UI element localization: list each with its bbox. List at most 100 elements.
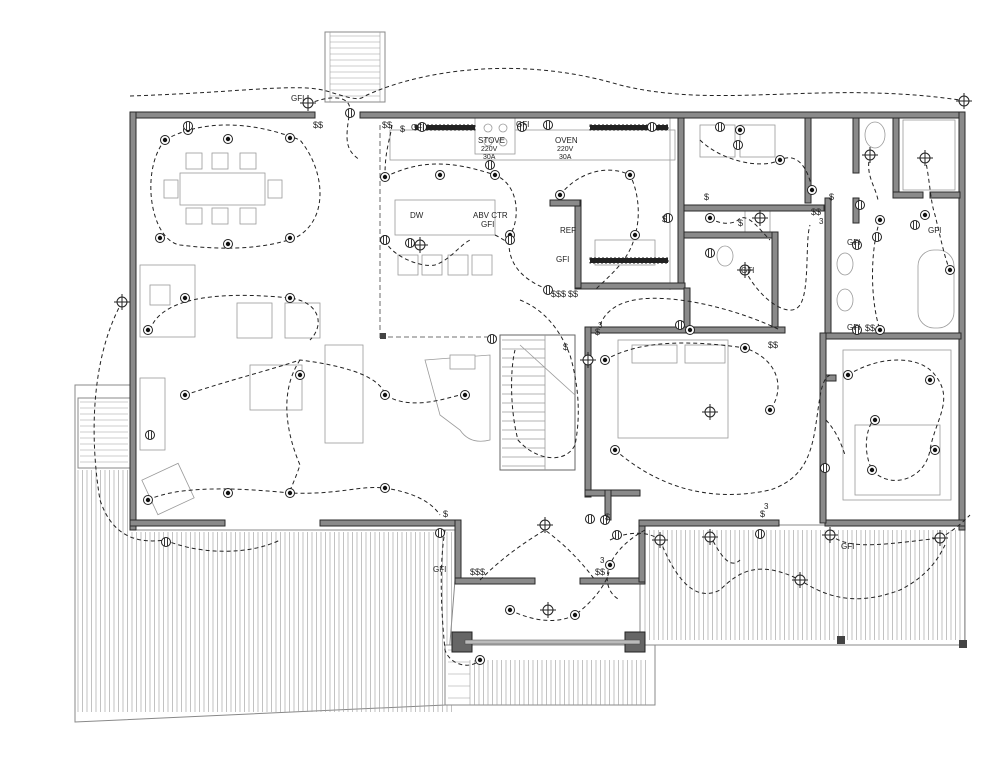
recessed-light-icon	[180, 293, 190, 303]
recessed-light-icon	[630, 230, 640, 240]
recessed-light-icon	[460, 390, 470, 400]
duplex-outlet-icon	[435, 528, 445, 538]
recessed-light-icon	[223, 134, 233, 144]
recessed-light-icon	[570, 610, 580, 620]
ceiling-light-icon	[955, 92, 973, 110]
recessed-light-icon	[285, 293, 295, 303]
duplex-outlet-icon	[910, 220, 920, 230]
switch-hall: $$	[811, 207, 821, 217]
ceiling-light-icon	[861, 146, 879, 164]
label-gfi-exterior-top: GFI	[291, 94, 304, 103]
recessed-light-icon	[600, 355, 610, 365]
label-gfi-deck: GFI	[841, 542, 854, 551]
labels: STOVE 220V 30A OVEN 220V 30A DW ABV CTR …	[291, 94, 941, 574]
recessed-light-icon	[505, 605, 515, 615]
recessed-light-icon	[155, 233, 165, 243]
label-gfi-kitchen-1: GFI	[411, 123, 424, 132]
recessed-light-icon	[867, 465, 877, 475]
recessed-light-icon	[143, 325, 153, 335]
duplex-outlet-icon	[647, 122, 657, 132]
switch-laundry-2: $	[704, 192, 709, 202]
duplex-outlet-icon	[161, 537, 171, 547]
label-3way-entry: 3	[600, 556, 605, 565]
switch-rear-door: $$	[313, 120, 323, 130]
recessed-light-icon	[180, 390, 190, 400]
switch-ref-2: $$	[568, 289, 578, 299]
upper-cabinets	[414, 124, 669, 264]
duplex-outlet-icon	[380, 235, 390, 245]
duplex-outlet-icon	[145, 430, 155, 440]
duplex-outlet-icon	[612, 530, 622, 540]
recessed-light-icon	[380, 483, 390, 493]
recessed-light-icon	[930, 445, 940, 455]
label-gfi-bath-2: GFI	[847, 323, 860, 332]
recessed-light-icon	[875, 325, 885, 335]
recessed-light-icon	[740, 343, 750, 353]
recessed-light-icon	[685, 325, 695, 335]
label-stove-volt: 220V	[481, 146, 498, 153]
label-ref: REF	[560, 226, 576, 235]
recessed-light-icon	[490, 170, 500, 180]
label-abv-gfi: GFI	[481, 220, 494, 229]
label-3way-bedroom: 3	[764, 502, 769, 511]
recessed-light-icon	[285, 488, 295, 498]
recessed-light-icon	[843, 370, 853, 380]
duplex-outlet-icon	[345, 108, 355, 118]
recessed-light-icon	[475, 655, 485, 665]
switch-living: $	[443, 509, 448, 519]
recessed-light-icon	[555, 190, 565, 200]
label-3way-stairs: 3	[598, 321, 603, 330]
recessed-light-icon	[920, 210, 930, 220]
label-gfi-kitchen-2: GFI	[516, 120, 529, 129]
recessed-light-icon	[143, 495, 153, 505]
duplex-outlet-icon	[820, 463, 830, 473]
switch-stairs-2: $	[563, 342, 568, 352]
label-abv-ctr: ABV CTR	[473, 211, 508, 220]
duplex-outlet-icon	[585, 514, 595, 524]
recessed-light-icon	[435, 170, 445, 180]
recessed-light-icon	[765, 405, 775, 415]
recessed-light-icon	[380, 172, 390, 182]
ceiling-light-icon	[113, 293, 131, 311]
duplex-outlet-icon	[705, 248, 715, 258]
switch-kitchen-door: $$	[382, 120, 392, 130]
duplex-outlet-icon	[543, 120, 553, 130]
recessed-light-icon	[610, 445, 620, 455]
recessed-light-icon	[625, 170, 635, 180]
recessed-light-icon	[875, 215, 885, 225]
label-dw: DW	[410, 211, 424, 220]
duplex-outlet-icon	[715, 122, 725, 132]
label-gfi-ref: GFI	[556, 255, 569, 264]
label-gfi-bath-3: GFI	[928, 226, 941, 235]
duplex-outlet-icon	[675, 320, 685, 330]
switch-laundry: $	[662, 214, 667, 224]
recessed-light-icon	[380, 390, 390, 400]
duplex-outlet-icon	[183, 121, 193, 131]
switch-entry: $$$	[470, 567, 485, 577]
recessed-light-icon	[160, 135, 170, 145]
recessed-light-icon	[295, 370, 305, 380]
duplex-outlet-icon	[485, 160, 495, 170]
deck-front-steps	[444, 644, 656, 706]
side-stair	[77, 397, 131, 469]
switch-bedroom: $$	[768, 340, 778, 350]
label-oven: OVEN	[555, 136, 578, 145]
recessed-light-icon	[735, 125, 745, 135]
switch-powder: $	[738, 218, 743, 228]
recessed-light-icon	[705, 213, 715, 223]
recessed-light-icon	[285, 233, 295, 243]
label-gfi-entry: GFI	[433, 565, 446, 574]
duplex-outlet-icon	[405, 238, 415, 248]
switch-entry-2: $$	[595, 567, 605, 577]
duplex-outlet-icon	[487, 334, 497, 344]
duplex-outlet-icon	[855, 200, 865, 210]
label-stove-amp: 30A	[483, 154, 496, 161]
walls	[129, 111, 967, 653]
recessed-light-icon	[925, 375, 935, 385]
recessed-light-icon	[945, 265, 955, 275]
deck-left	[74, 384, 456, 723]
ceiling-light-icon	[579, 351, 597, 369]
switches: $$ $$ $ $$$ $$ $ $ $ $$ $$ $$ $ $ $ $$$ …	[313, 120, 875, 577]
switch-bedroom-2: $	[760, 509, 765, 519]
